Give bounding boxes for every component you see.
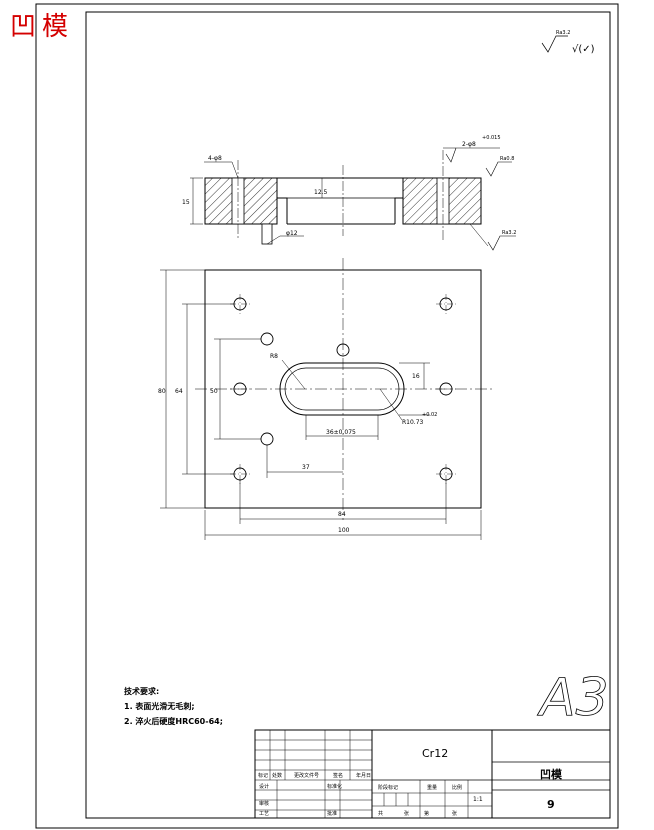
part-name: 凹模 [540, 767, 563, 781]
outer-border [35, 3, 619, 829]
notes-line-2: 2. 淬火后硬度HRC60-64; [124, 716, 223, 726]
scale-value: 1:1 [473, 796, 483, 803]
roughness-rest-mark: √(✓) [572, 44, 595, 55]
paper-size: A3 [537, 668, 609, 728]
label-weight: 重量 [427, 784, 437, 791]
technical-notes: 技术要求: 1. 表面光滑无毛刺; 2. 淬火后硬度HRC60-64; [124, 686, 223, 726]
label-sheets-b: 张 [452, 810, 457, 817]
notes-line-1: 1. 表面光滑无毛刺; [124, 701, 195, 711]
row-label-count: 处数 [272, 772, 282, 779]
dim-hole-count: 4-φ8 [208, 155, 222, 162]
dim-radius-tol: +0.02 [422, 412, 437, 418]
label-standardization: 标准化 [327, 783, 342, 790]
row-label-signature: 签名 [333, 772, 343, 779]
label-stage: 阶段标记 [378, 784, 398, 791]
dim-height-outer: 80 [158, 388, 166, 395]
dim-width-outer: 100 [338, 527, 350, 534]
dim-width-holes: 84 [338, 511, 346, 518]
roughness-symbol-general: Ra3.2 √(✓) [541, 30, 595, 55]
title-block [254, 729, 611, 819]
dim-step: 12.5 [314, 189, 328, 196]
plan-view: 100 84 80 64 50 37 16 36±0.075 [158, 258, 492, 540]
label-scale: 比例 [452, 784, 462, 791]
label-approval: 批准 [327, 810, 337, 817]
dim-offset: 37 [302, 464, 310, 471]
dim-r8: R8 [270, 353, 278, 360]
dim-height: 15 [182, 199, 190, 206]
section-view: 15 12.5 4-φ8 φ12 2-φ8 +0.015 Ra0.8 Ra3.2 [182, 135, 516, 251]
label-review: 审核 [259, 800, 269, 807]
label-total: 共 [378, 810, 383, 817]
dim-tolerance-main: 2-φ8 [462, 141, 476, 148]
dim-radius: R10.73 [402, 419, 424, 426]
material: Cr12 [422, 747, 448, 760]
label-sheets-a: 张 [404, 810, 409, 817]
notes-heading: 技术要求: [124, 686, 159, 696]
row-label-change-doc: 更改文件号 [294, 772, 319, 779]
dim-tolerance-sup: +0.015 [482, 135, 501, 141]
sheet-title: 凹模 [10, 12, 75, 42]
row-label-mark: 标记 [258, 772, 268, 779]
label-design: 设计 [259, 783, 269, 790]
roughness-value: Ra3.2 [556, 30, 570, 36]
slot-inner [284, 367, 400, 411]
dim-pin-spacing: 50 [210, 388, 218, 395]
row-label-date: 年月日 [356, 772, 371, 779]
title-block-text: 标记 处数 更改文件号 签名 年月日 设计 审核 工艺 标准化 批准 阶段标记 … [258, 747, 563, 817]
roughness-top-right: Ra0.8 [500, 156, 514, 162]
dim-height-holes: 64 [175, 388, 183, 395]
label-number: 第 [424, 810, 429, 817]
slot-outer [279, 362, 405, 416]
label-process: 工艺 [259, 811, 269, 817]
dim-bottom-hole: φ12 [286, 230, 298, 237]
drawing-number: 9 [547, 798, 555, 811]
roughness-bottom-right: Ra3.2 [502, 230, 516, 236]
dim-slot-length: 36±0.075 [326, 429, 356, 436]
dim-slot-width: 16 [412, 373, 420, 380]
